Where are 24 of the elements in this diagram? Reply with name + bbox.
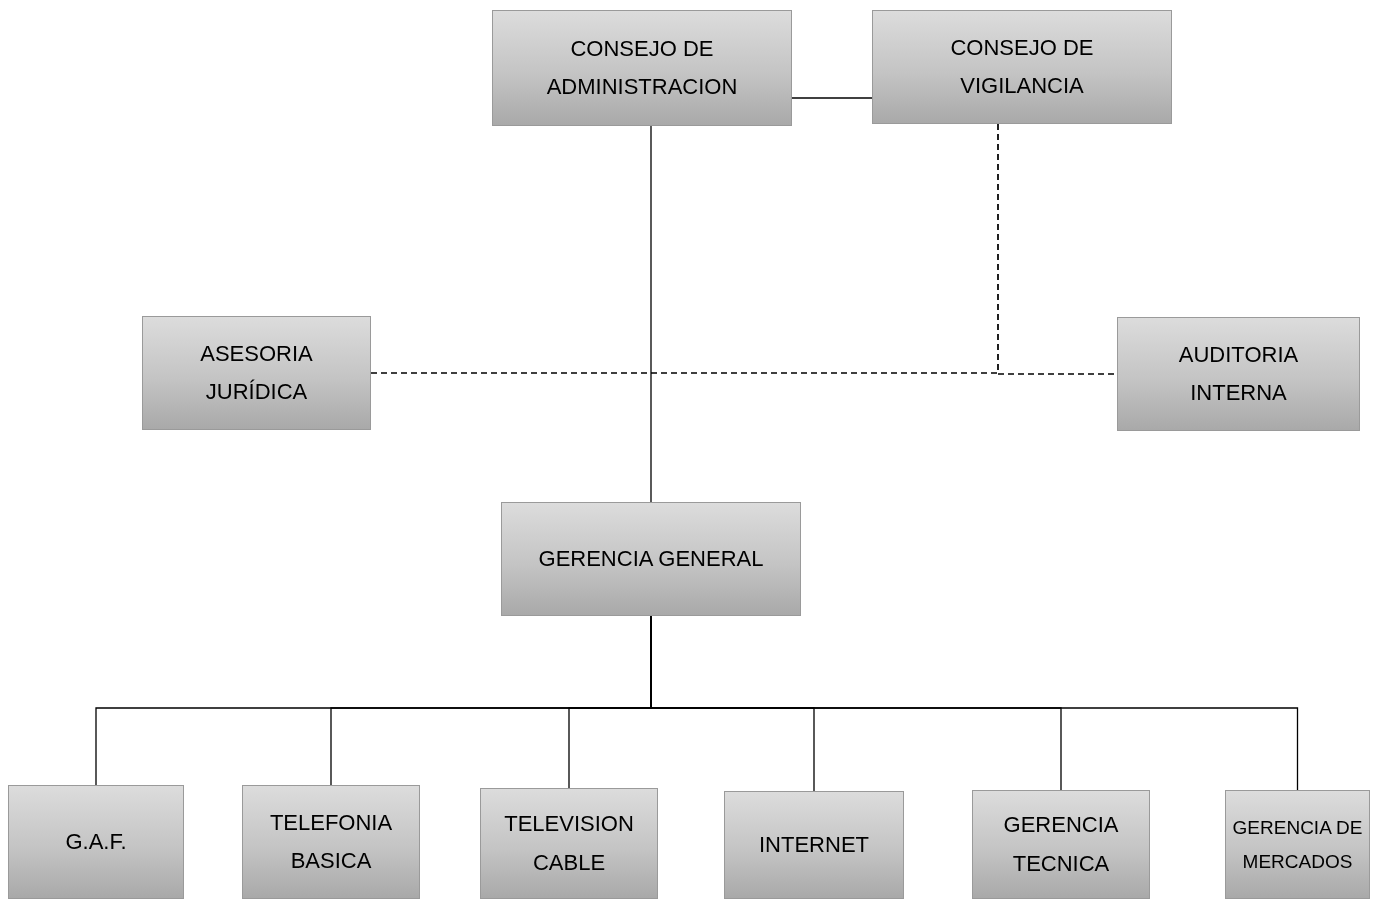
box-label: GERENCIA GENERAL — [538, 544, 764, 573]
box-label: AUDITORIA INTERNA — [1177, 340, 1300, 407]
box-label: GERENCIA TECNICA — [1002, 811, 1120, 878]
org-box — [492, 10, 792, 126]
box-label: INTERNET — [759, 830, 869, 859]
connector-line — [650, 125, 652, 503]
box-label: CONSEJO DE VIGILANCIA — [949, 33, 1095, 100]
org-box — [972, 790, 1150, 899]
box-label: CONSEJO DE ADMINISTRACION — [545, 34, 739, 101]
box-label: TELEFONIA BASICA — [269, 808, 393, 875]
box-label: TELEVISION CABLE — [504, 810, 634, 877]
org-box — [480, 788, 658, 899]
org-box — [724, 791, 904, 899]
box-label: ASESORIA JURÍDICA — [199, 339, 314, 406]
org-box — [1117, 317, 1360, 431]
org-box — [8, 785, 184, 899]
org-box — [872, 10, 1172, 124]
box-label: GERENCIA DE MERCADOS — [1232, 816, 1363, 874]
org-box — [1225, 790, 1370, 899]
org-box — [501, 502, 801, 616]
org-box — [242, 785, 420, 899]
connector-line — [791, 97, 873, 99]
org-box — [142, 316, 371, 430]
box-label: G.A.F. — [65, 827, 127, 856]
